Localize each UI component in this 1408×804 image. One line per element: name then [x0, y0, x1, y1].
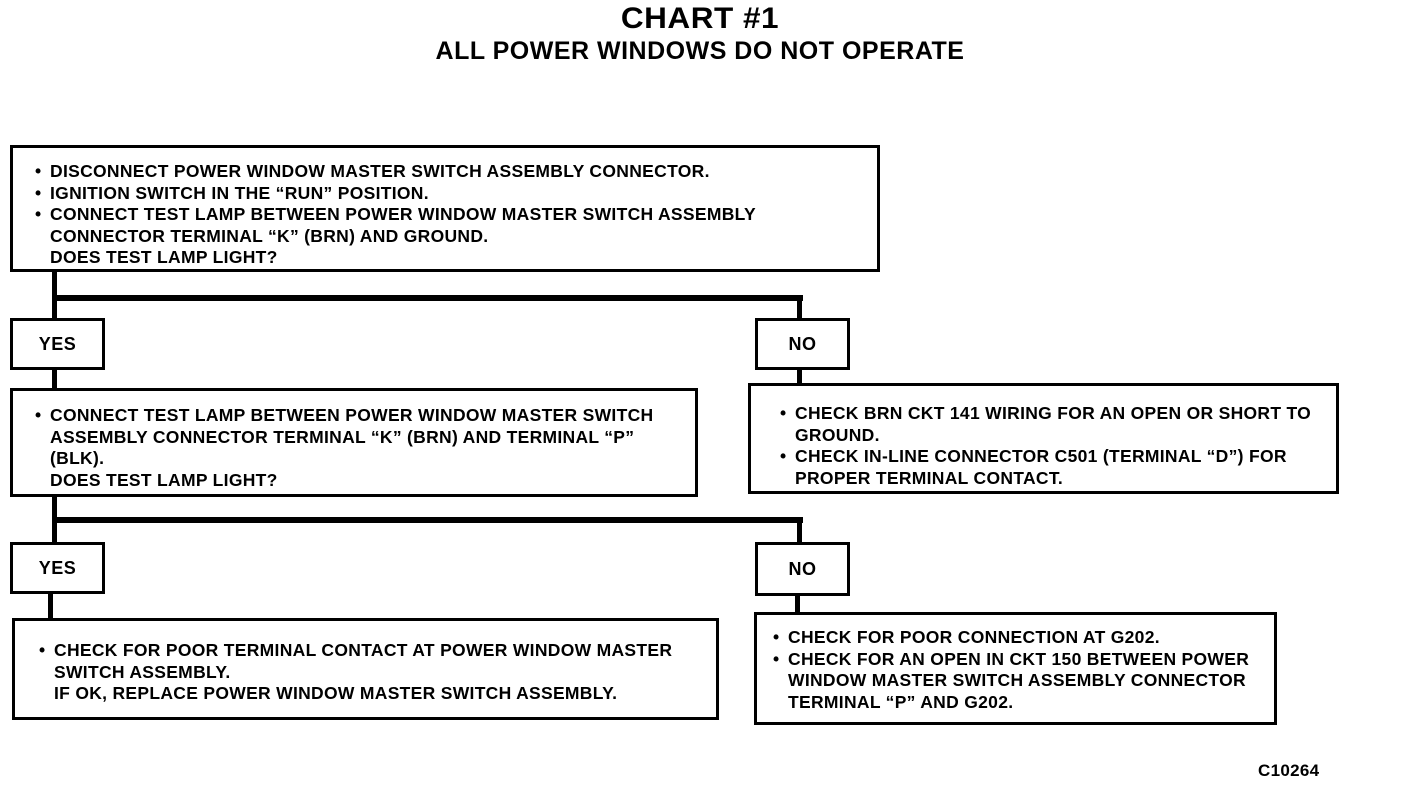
connector-no1-down: [797, 368, 802, 386]
yes2-bullet-list: CHECK FOR POOR TERMINAL CONTACT AT POWER…: [39, 640, 716, 683]
chart-title: CHART #1: [620, 2, 780, 35]
connector-branch1-horizontal: [52, 295, 803, 301]
yes2-bullet: CHECK FOR POOR TERMINAL CONTACT AT POWER…: [39, 640, 684, 683]
branch2-yes-label: YES: [10, 542, 105, 594]
step1-question: DOES TEST LAMP LIGHT?: [50, 247, 278, 267]
step1-bullet: IGNITION SWITCH IN THE “RUN” POSITION.: [35, 183, 877, 205]
chart-subtitle: ALL POWER WINDOWS DO NOT OPERATE: [435, 37, 965, 65]
step1-bullet: CONNECT TEST LAMP BETWEEN POWER WINDOW M…: [35, 204, 860, 247]
branch1-no-label: NO: [755, 318, 850, 370]
no2-bullet: CHECK FOR AN OPEN IN CKT 150 BETWEEN POW…: [773, 649, 1268, 714]
no1-bullet: CHECK BRN CKT 141 WIRING FOR AN OPEN OR …: [780, 403, 1315, 446]
branch1-yes-label: YES: [10, 318, 105, 370]
no2-result-box: CHECK FOR POOR CONNECTION AT G202. CHECK…: [754, 612, 1277, 725]
step2-question: DOES TEST LAMP LIGHT?: [50, 469, 278, 490]
connector-yes1-down: [52, 368, 57, 390]
no1-bullet: CHECK IN-LINE CONNECTOR C501 (TERMINAL “…: [780, 446, 1330, 489]
branch2-no-label: NO: [755, 542, 850, 596]
step2-box: CONNECT TEST LAMP BETWEEN POWER WINDOW M…: [10, 388, 698, 497]
step2-bullet: CONNECT TEST LAMP BETWEEN POWER WINDOW M…: [35, 405, 665, 470]
step1-bullet-list: DISCONNECT POWER WINDOW MASTER SWITCH AS…: [35, 161, 877, 247]
connector-branch1-no-down: [797, 295, 802, 321]
no1-bullet-list: CHECK BRN CKT 141 WIRING FOR AN OPEN OR …: [780, 403, 1336, 489]
step1-bullet: DISCONNECT POWER WINDOW MASTER SWITCH AS…: [35, 161, 877, 183]
yes2-note: IF OK, REPLACE POWER WINDOW MASTER SWITC…: [54, 683, 618, 703]
no2-bullet: CHECK FOR POOR CONNECTION AT G202.: [773, 627, 1274, 649]
no2-bullet-list: CHECK FOR POOR CONNECTION AT G202. CHECK…: [773, 627, 1274, 713]
connector-yes2-down: [48, 591, 53, 621]
connector-step1-down: [52, 268, 57, 320]
yes2-result-box: CHECK FOR POOR TERMINAL CONTACT AT POWER…: [12, 618, 719, 720]
connector-no2-down: [795, 593, 800, 614]
step1-box: DISCONNECT POWER WINDOW MASTER SWITCH AS…: [10, 145, 880, 272]
connector-branch2-no-down: [797, 517, 802, 544]
connector-branch2-horizontal: [52, 517, 803, 523]
step2-bullet-list: CONNECT TEST LAMP BETWEEN POWER WINDOW M…: [35, 405, 695, 470]
no1-result-box: CHECK BRN CKT 141 WIRING FOR AN OPEN OR …: [748, 383, 1339, 494]
figure-code: C10264: [1258, 761, 1320, 780]
